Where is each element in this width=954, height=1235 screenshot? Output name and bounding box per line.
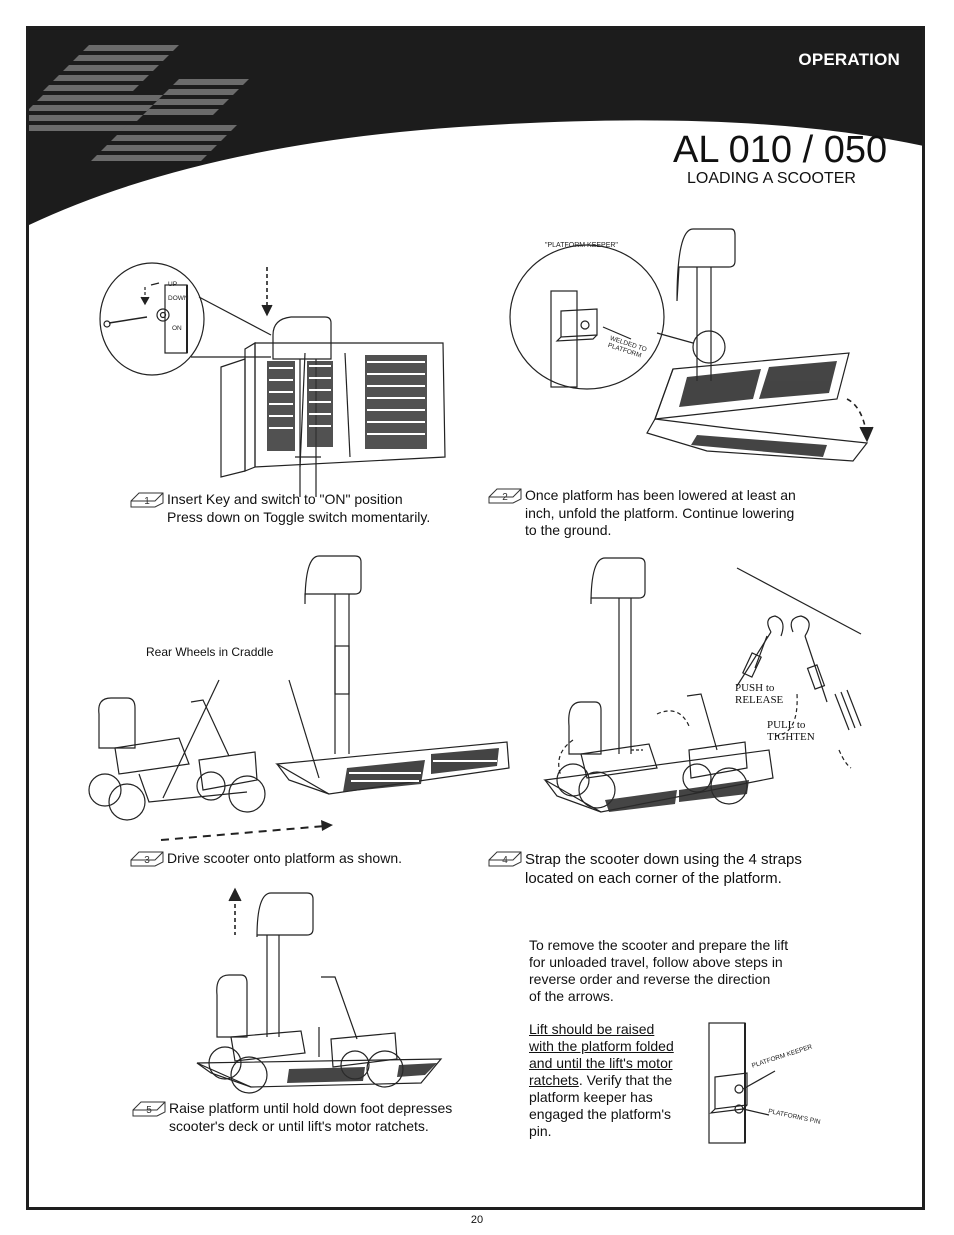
- step-5-line-2: scooter's deck or until lift's motor rat…: [169, 1117, 429, 1134]
- step-1-line-1: Insert Key and switch to "ON" position: [167, 491, 403, 507]
- step-3-line-1: Drive scooter onto platform as shown.: [167, 850, 402, 866]
- illustration-raise-platform: [196, 887, 443, 1094]
- remove-scooter-note: To remove the scooter and prepare the li…: [529, 937, 819, 1005]
- illustration-unfold-platform: [509, 228, 874, 462]
- raise-line-7: pin.: [529, 1123, 552, 1139]
- section-label: OPERATION: [798, 50, 900, 69]
- tighten-label: TIGHTEN: [767, 731, 815, 743]
- raise-line-4a: ratchets: [529, 1072, 579, 1088]
- raise-line-1: Lift should be raised: [529, 1021, 655, 1037]
- illustration-key-switch: [99, 262, 446, 497]
- step-4-line-1: Strap the scooter down using the 4 strap…: [525, 851, 802, 868]
- step-1-line-2: Press down on Toggle switch momentarily.: [167, 508, 431, 525]
- step-badge-icon: 3: [130, 851, 164, 867]
- svg-text:3: 3: [144, 855, 150, 866]
- rear-wheels-label: Rear Wheels in Craddle: [146, 645, 274, 659]
- push-to-label: PUSH to: [735, 682, 775, 694]
- illustration-strap-scooter: [543, 557, 862, 813]
- note-line-2: for unloaded travel, follow above steps …: [529, 954, 783, 970]
- step-2-line-2: inch, unfold the platform. Continue lowe…: [525, 504, 795, 521]
- note-line-3: reverse order and reverse the direction: [529, 971, 771, 987]
- svg-text:2: 2: [502, 492, 508, 503]
- raise-line-6: engaged the platform's: [529, 1106, 671, 1122]
- step-badge-icon: 1: [130, 492, 164, 508]
- switch-up-label: UP: [168, 281, 178, 288]
- release-label: RELEASE: [735, 694, 784, 706]
- raise-line-5: platform keeper has: [529, 1089, 653, 1105]
- step-badge-icon: 5: [132, 1101, 166, 1117]
- illustration-drive-scooter: [88, 555, 510, 841]
- raise-platform-note: Lift should be raised with the platform …: [529, 1021, 674, 1140]
- switch-on-label: ON: [172, 325, 182, 332]
- step-badge-icon: 2: [488, 488, 522, 504]
- step-badge-icon: 4: [488, 851, 522, 867]
- step-4-line-2: located on each corner of the platform.: [525, 870, 782, 887]
- page-frame: OPERATION AL 010 / 050 LOADING A SCOOTER: [26, 26, 925, 1210]
- raise-line-4b: . Verify that the: [578, 1072, 673, 1088]
- logo-stripes-icon: [29, 45, 249, 161]
- note-line-1: To remove the scooter and prepare the li…: [529, 937, 789, 953]
- switch-down-label: DOWN: [168, 295, 189, 302]
- note-line-4: of the arrows.: [529, 988, 614, 1004]
- svg-text:5: 5: [146, 1105, 152, 1116]
- page-number: 20: [470, 1214, 484, 1226]
- svg-text:4: 4: [502, 855, 508, 866]
- step-2-line-3: to the ground.: [525, 522, 612, 538]
- platform-keeper-quote-label: "PLATFORM KEEPER": [545, 242, 618, 249]
- raise-line-3: and until the lift's motor: [529, 1055, 673, 1071]
- illustration-keeper-detail: [708, 1022, 776, 1144]
- raise-line-2: with the platform folded: [529, 1038, 674, 1054]
- step-5-line-1: Raise platform until hold down foot depr…: [169, 1100, 453, 1116]
- step-2-line-1: Once platform has been lowered at least …: [525, 487, 796, 503]
- model-title: AL 010 / 050: [673, 129, 888, 171]
- header-band: [29, 29, 922, 225]
- svg-text:1: 1: [144, 496, 150, 507]
- model-subtitle: LOADING A SCOOTER: [687, 170, 856, 187]
- pull-to-label: PULL to: [767, 719, 806, 731]
